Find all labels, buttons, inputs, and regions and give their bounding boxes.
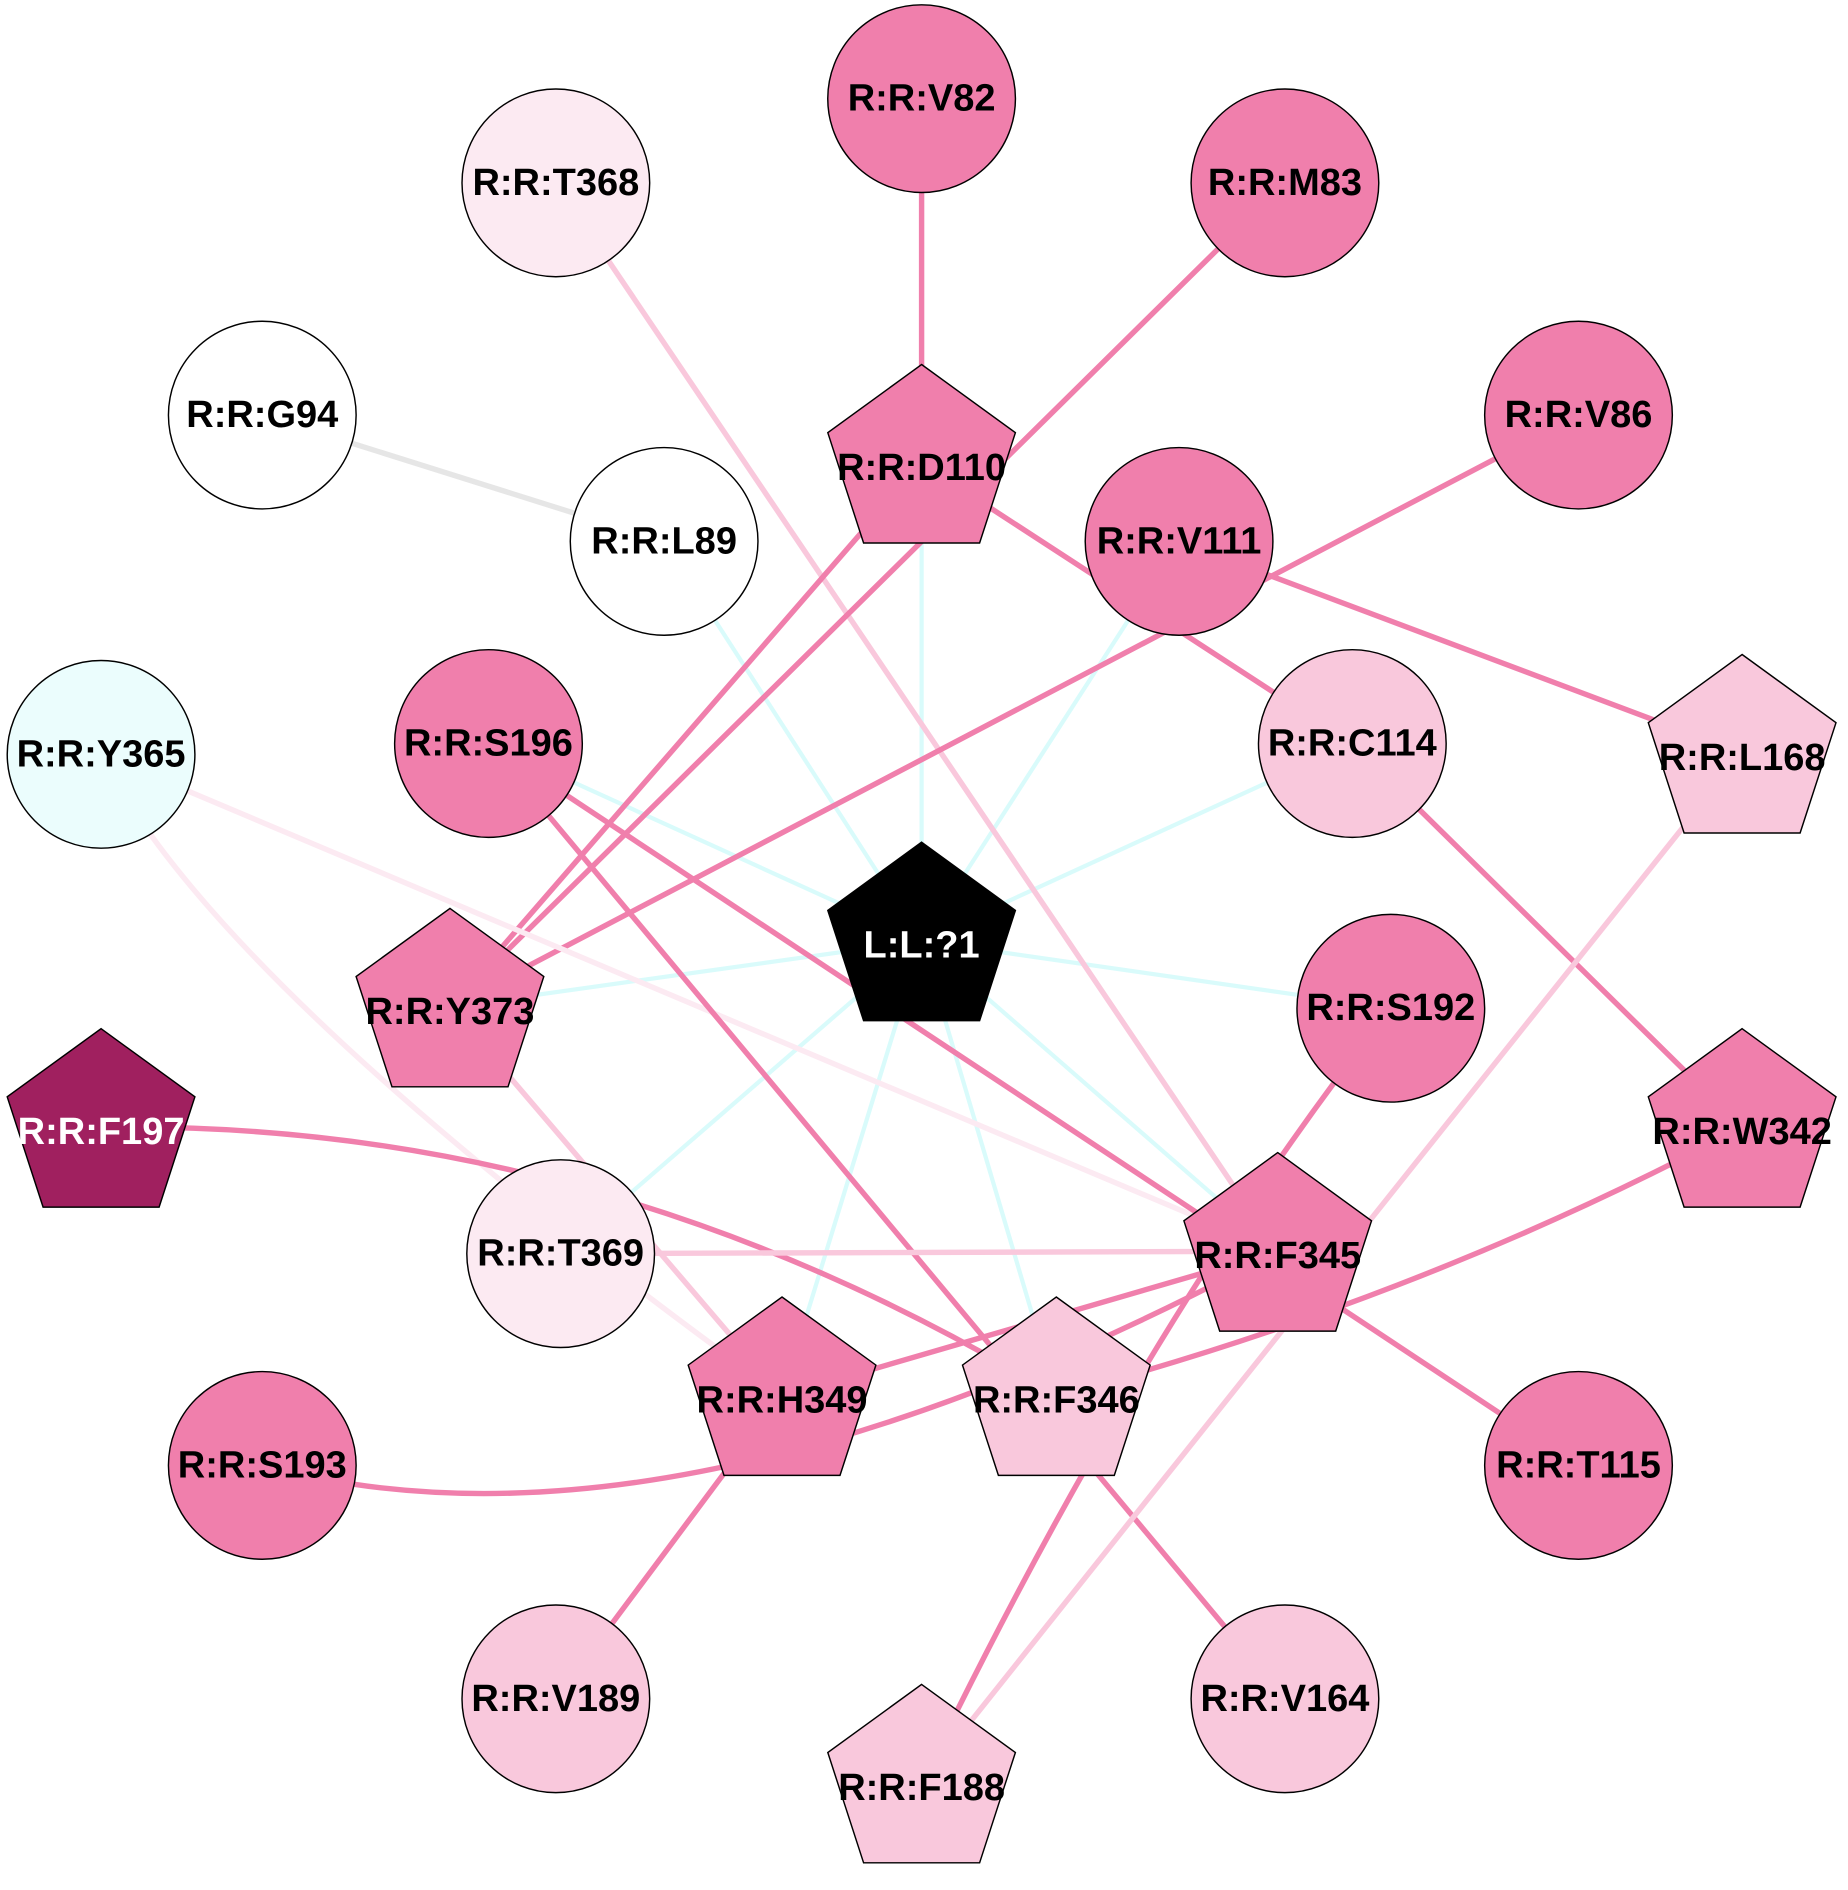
node-label: R:R:S193	[178, 1444, 347, 1486]
node-r-r-y365[interactable]: R:R:Y365	[6, 659, 196, 849]
edge-r-r-y365-to-r-r-f345	[98, 751, 1281, 1254]
node-r-r-c114[interactable]: R:R:C114	[1257, 648, 1447, 839]
circle-node-shape	[461, 88, 651, 278]
node-label: R:R:W342	[1652, 1111, 1831, 1153]
circle-node-shape	[1257, 648, 1447, 839]
node-label: R:R:S192	[1306, 987, 1475, 1029]
node-label: R:R:F346	[973, 1379, 1140, 1421]
node-r-r-l168[interactable]: R:R:L168	[1647, 653, 1837, 834]
circle-node-shape	[393, 648, 584, 839]
node-r-r-g94[interactable]: R:R:G94	[167, 320, 357, 510]
node-label: R:R:V111	[1097, 520, 1262, 562]
node-r-r-v82[interactable]: R:R:V82	[827, 4, 1017, 194]
node-label: R:R:T115	[1496, 1444, 1661, 1486]
edge-r-r-d110-to-r-r-y373	[447, 460, 925, 1010]
node-label: R:R:F197	[18, 1111, 185, 1153]
node-label: L:L:?1	[864, 925, 980, 967]
node-label: R:R:L89	[591, 520, 737, 562]
node-label: R:R:H349	[697, 1379, 868, 1421]
node-r-r-s193[interactable]: R:R:S193	[167, 1370, 357, 1560]
node-r-r-v164[interactable]: R:R:V164	[1190, 1604, 1380, 1794]
pentagon-node-shape	[961, 1296, 1152, 1477]
node-label: R:R:S196	[404, 723, 573, 765]
node-label: R:R:V82	[848, 78, 996, 120]
circle-node-shape	[1190, 1604, 1380, 1794]
node-label: R:R:L168	[1659, 737, 1826, 779]
circle-node-shape	[167, 320, 357, 510]
node-r-r-h349[interactable]: R:R:H349	[687, 1296, 877, 1477]
pentagon-node-shape	[826, 841, 1017, 1022]
circle-node-shape	[1483, 1370, 1674, 1560]
node-label: R:R:C114	[1268, 723, 1437, 765]
node-r-r-f188[interactable]: R:R:F188	[826, 1683, 1017, 1864]
edge-r-r-s192-to-r-r-f188	[918, 1005, 1394, 1786]
circle-node-shape	[1190, 88, 1380, 278]
node-label: R:R:Y373	[365, 991, 534, 1033]
node-r-r-f345[interactable]: R:R:F345	[1183, 1151, 1373, 1332]
circle-node-shape	[1084, 446, 1274, 636]
node-label: R:R:F345	[1194, 1235, 1361, 1277]
node-label: R:R:V189	[471, 1678, 640, 1720]
circle-node-shape	[569, 446, 759, 636]
pentagon-node-shape	[6, 1027, 196, 1208]
edge-r-r-t369-to-r-r-f345	[557, 1248, 1281, 1257]
node-r-r-f197[interactable]: R:R:F197	[6, 1027, 196, 1208]
node-label: R:R:Y365	[17, 733, 186, 775]
node-label: R:R:G94	[186, 394, 338, 436]
node-label: R:R:V164	[1200, 1678, 1369, 1720]
node-r-r-v111[interactable]: R:R:V111	[1084, 446, 1274, 636]
node-r-r-s192[interactable]: R:R:S192	[1296, 913, 1486, 1103]
circle-node-shape	[461, 1604, 651, 1794]
node-label: R:R:D110	[837, 447, 1006, 489]
node-r-r-v189[interactable]: R:R:V189	[461, 1604, 651, 1794]
edge-r-r-t368-to-r-r-f345	[553, 180, 1281, 1254]
edge-r-r-w342-to-r-r-f346	[1053, 1124, 1745, 1399]
node-r-r-t368[interactable]: R:R:T368	[461, 88, 651, 278]
circle-node-shape	[827, 4, 1017, 194]
node-r-r-w342[interactable]: R:R:W342	[1647, 1027, 1837, 1208]
node-l-l-1[interactable]: L:L:?1	[826, 841, 1017, 1022]
edge-r-r-v111-to-r-r-l168	[1176, 538, 1745, 756]
node-r-r-m83[interactable]: R:R:M83	[1190, 88, 1380, 278]
node-label: R:R:F188	[838, 1767, 1005, 1809]
pentagon-node-shape	[826, 363, 1017, 544]
node-r-r-t115[interactable]: R:R:T115	[1483, 1370, 1674, 1560]
circle-node-shape	[6, 659, 196, 849]
node-label: R:R:T369	[477, 1233, 644, 1275]
node-r-r-y373[interactable]: R:R:Y373	[355, 907, 545, 1088]
node-label: R:R:V86	[1505, 394, 1653, 436]
pentagon-node-shape	[826, 1683, 1017, 1864]
node-r-r-l89[interactable]: R:R:L89	[569, 446, 759, 636]
circle-node-shape	[1296, 913, 1486, 1103]
edge-r-r-m83-to-r-r-y373	[447, 180, 1288, 1010]
edge-r-r-v86-to-r-r-y373	[447, 412, 1582, 1010]
node-r-r-v86[interactable]: R:R:V86	[1483, 320, 1674, 510]
node-r-r-s196[interactable]: R:R:S196	[393, 648, 584, 839]
node-r-r-d110[interactable]: R:R:D110	[826, 363, 1017, 544]
pentagon-node-shape	[1183, 1151, 1373, 1332]
edge-r-r-s196-to-r-r-v164	[485, 740, 1288, 1702]
circle-node-shape	[466, 1159, 656, 1349]
pentagon-node-shape	[1647, 1027, 1837, 1208]
node-r-r-t369[interactable]: R:R:T369	[466, 1159, 656, 1349]
edge-r-r-s196-to-r-r-t115	[485, 740, 1582, 1469]
node-label: R:R:M83	[1208, 162, 1362, 204]
node-label: R:R:T368	[472, 162, 639, 204]
pentagon-node-shape	[1647, 653, 1837, 834]
pentagon-node-shape	[355, 907, 545, 1088]
node-r-r-f346[interactable]: R:R:F346	[961, 1296, 1152, 1477]
circle-node-shape	[167, 1370, 357, 1560]
circle-node-shape	[1483, 320, 1674, 510]
pentagon-node-shape	[687, 1296, 877, 1477]
